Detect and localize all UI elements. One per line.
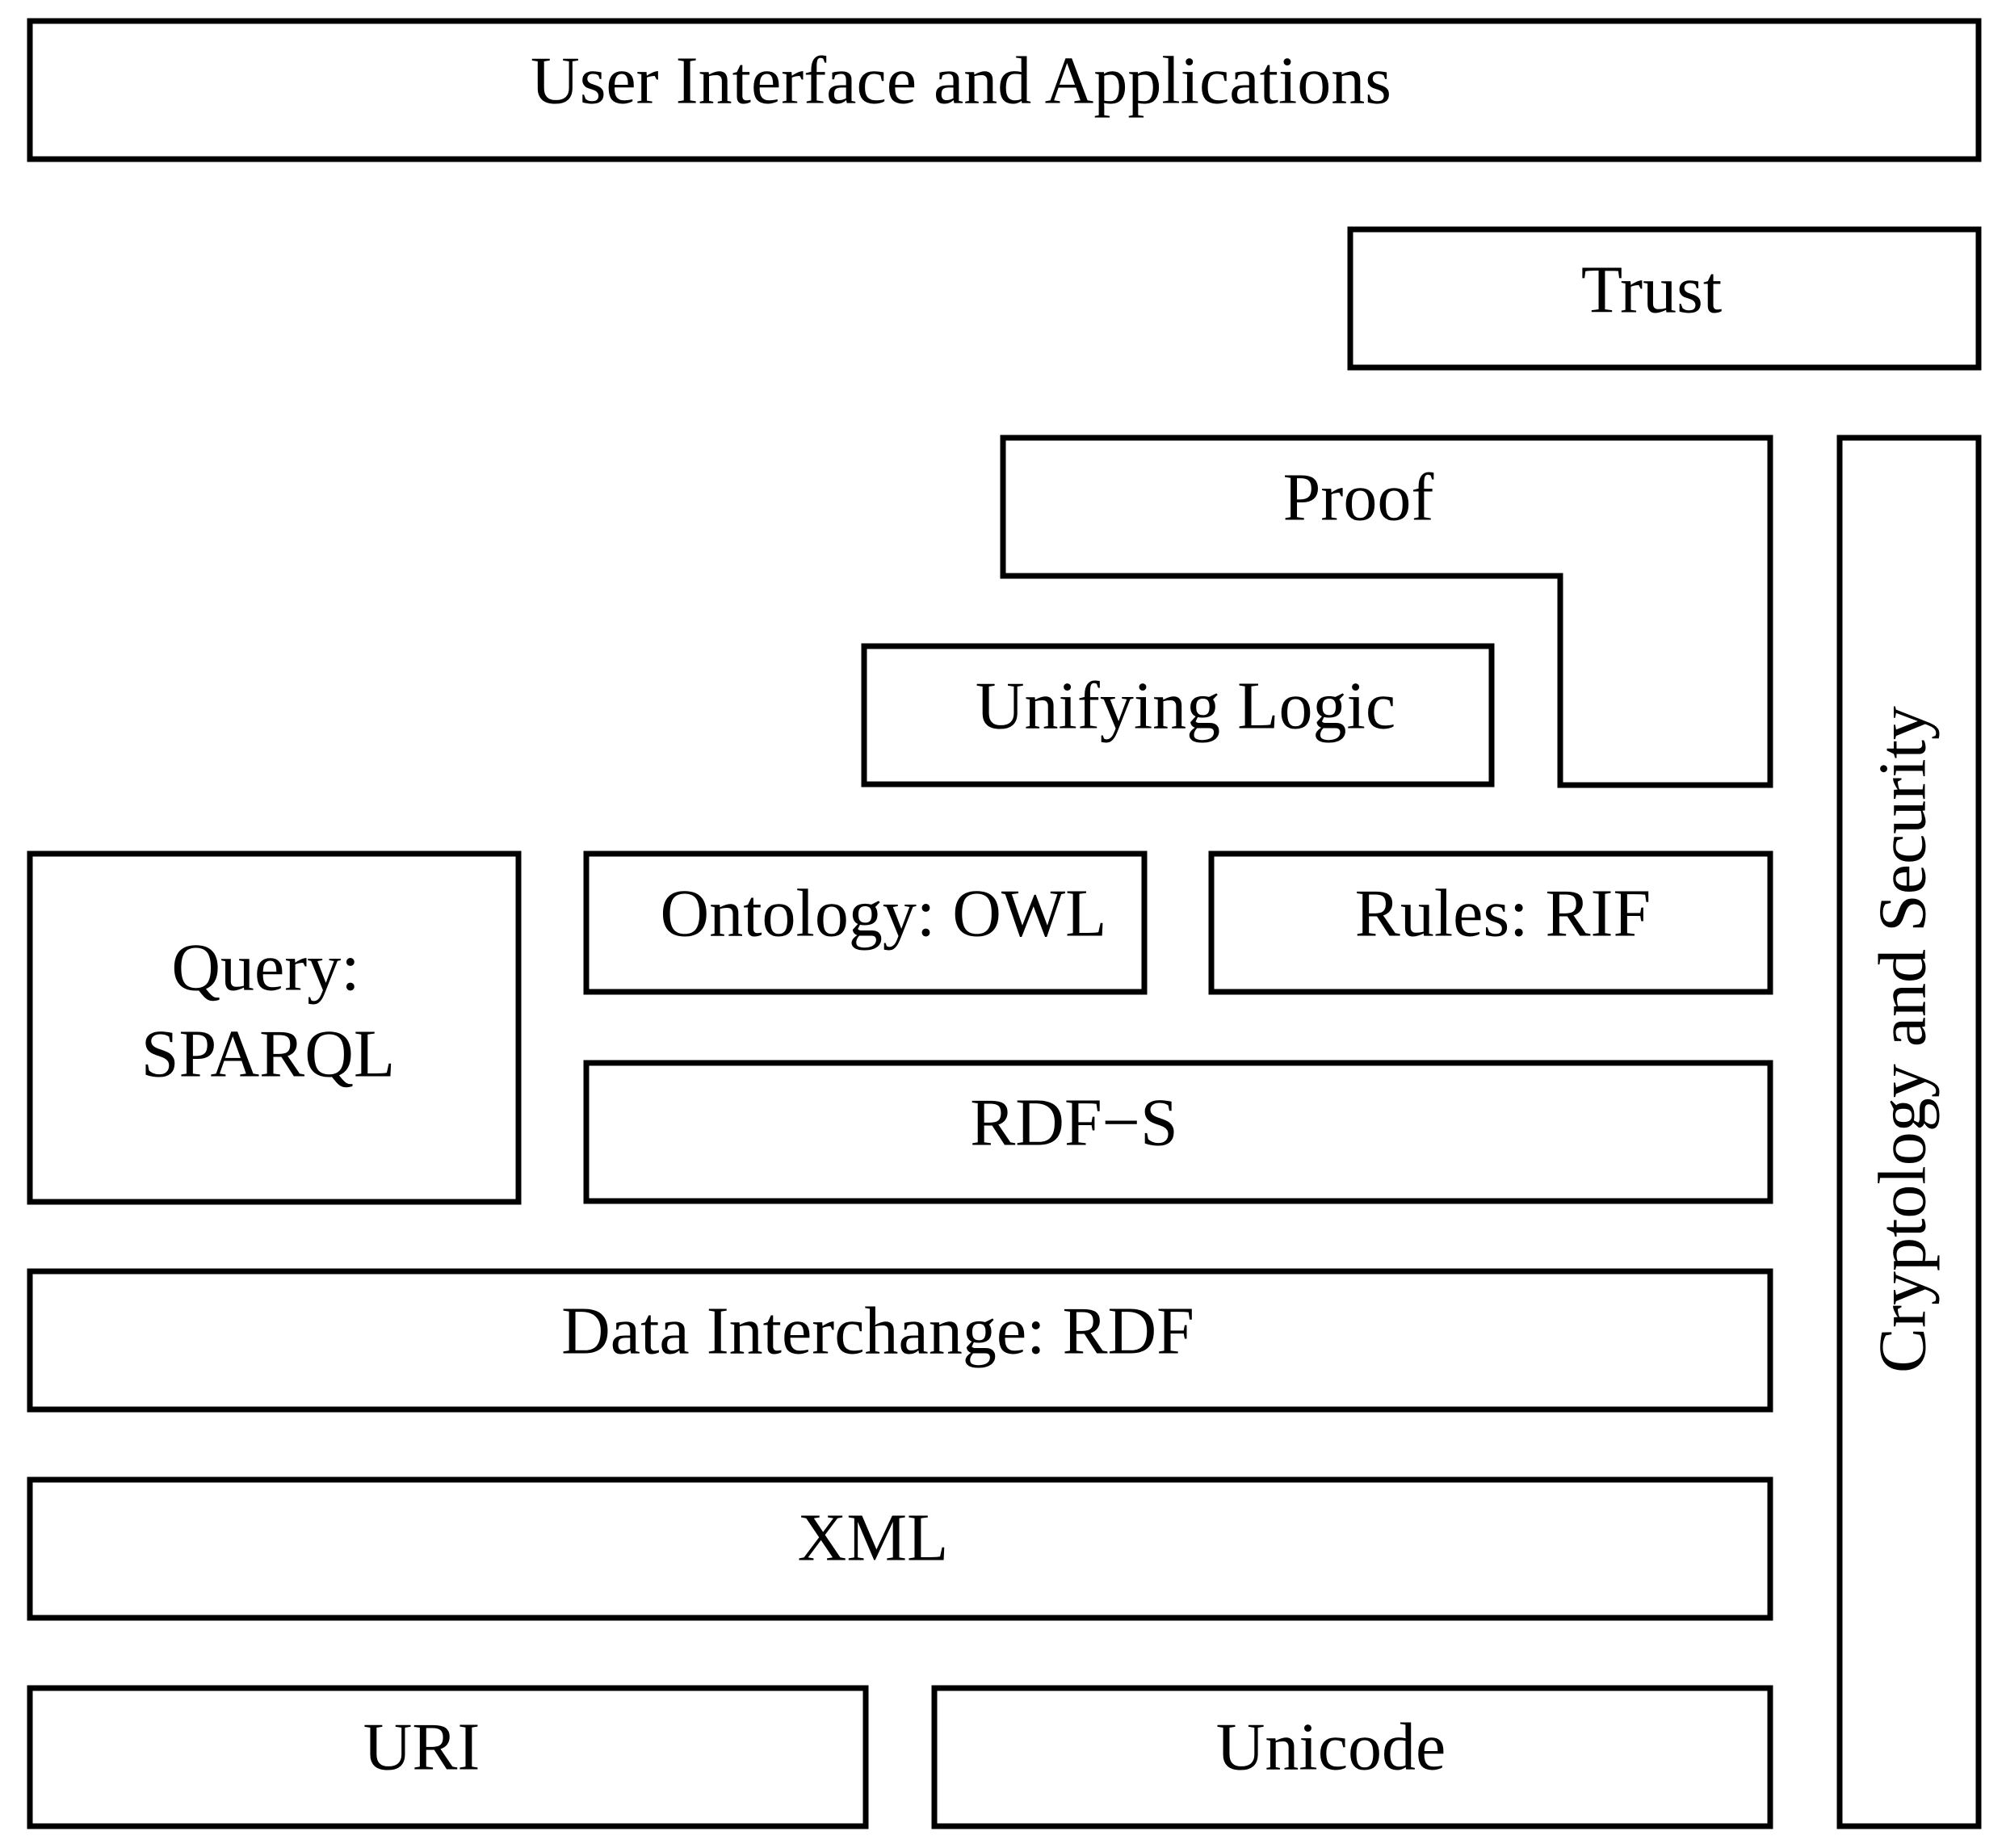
layer-trust: Trust [1347,226,1982,371]
layer-unifying-logic: Unifying Logic [861,643,1495,788]
layer-query-line2: SPARQL [141,1016,395,1091]
layer-rules-rif: Rules: RIF [1208,850,1773,995]
layer-xml: XML [27,1476,1773,1621]
layer-rdfs-label: RDF−S [970,1085,1178,1160]
layer-xml-label: XML [798,1500,949,1575]
layer-rdf: Data Interchange: RDF [27,1268,1773,1413]
layer-user-interface-label: User Interface and Applications [531,43,1391,118]
layer-ontology-label: Ontology: OWL [661,876,1107,951]
layer-proof: Proof [1000,435,1773,788]
layer-rdf-label: Data Interchange: RDF [561,1293,1194,1368]
layer-uri-label: URI [363,1709,481,1784]
layer-query-line1: Query: [171,930,359,1005]
layer-rules-label: Rules: RIF [1355,876,1651,951]
layer-uri: URI [27,1685,869,1829]
layer-cryptology-security: Cryptology and Security [1836,435,1982,1829]
layer-unifying-logic-label: Unifying Logic [976,668,1395,743]
layer-user-interface: User Interface and Applications [27,18,1982,162]
layer-unicode: Unicode [931,1685,1773,1829]
layer-unicode-label: Unicode [1216,1709,1446,1784]
layer-crypto-label: Cryptology and Security [1865,706,1940,1373]
layer-proof-label: Proof [1283,460,1434,535]
layer-rdfs: RDF−S [583,1060,1773,1204]
layer-trust-label: Trust [1581,252,1722,327]
layer-query-sparql: Query: SPARQL [27,850,522,1205]
layer-ontology-owl: Ontology: OWL [583,850,1148,995]
